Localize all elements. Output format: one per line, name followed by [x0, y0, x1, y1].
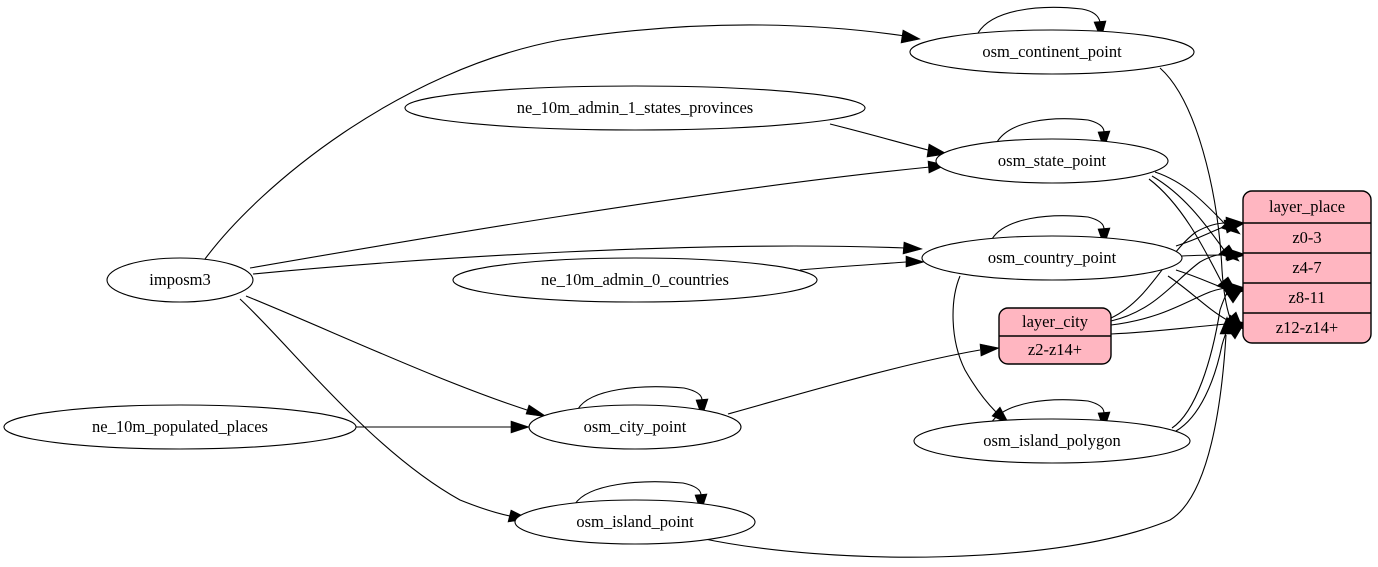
node-label-osm_island_polygon: osm_island_polygon	[983, 431, 1121, 450]
table-row-layer_city-z2-z14[interactable]: z2-z14+	[1028, 340, 1082, 359]
node-ne_10m_populated_places[interactable]: ne_10m_populated_places	[3, 404, 357, 450]
node-label-ne_10m_admin_0_countries: ne_10m_admin_0_countries	[541, 270, 729, 289]
node-label-osm_city_point: osm_city_point	[584, 417, 687, 436]
edge-osm_island_polygon-to-layer_place-z12	[1175, 321, 1246, 432]
edge-osm_state_point-to-layer_place-z8	[1148, 178, 1239, 295]
node-osm_island_polygon[interactable]: osm_island_polygon	[913, 418, 1191, 464]
node-osm_state_point[interactable]: osm_state_point	[935, 138, 1169, 184]
node-label-osm_island_point: osm_island_point	[576, 512, 694, 531]
table-row-layer_place-z4-7[interactable]: z4-7	[1292, 258, 1321, 277]
edge-osm_island_point-to-layer_place-z12	[699, 316, 1233, 558]
node-label-imposm3: imposm3	[149, 270, 210, 289]
node-label-osm_continent_point: osm_continent_point	[982, 42, 1122, 61]
node-ne_10m_admin_0_countries[interactable]: ne_10m_admin_0_countries	[452, 257, 818, 303]
table-row-layer_place-z8-11[interactable]: z8-11	[1289, 288, 1326, 307]
edge-self-loop-osm_continent_point	[977, 6, 1107, 40]
node-layer: imposm3 ne_10m_admin_1_states_provinces …	[3, 29, 1195, 545]
node-osm_island_point[interactable]: osm_island_point	[514, 499, 756, 545]
edge-layer_city-to-layer_place-z4	[1110, 247, 1245, 322]
edge-osm_island_polygon-to-layer_place-z8	[1171, 286, 1245, 429]
edge-ne_populated_places-to-osm_city_point	[356, 420, 530, 434]
table-row-layer_place-z0-3[interactable]: z0-3	[1292, 228, 1321, 247]
edge-imposm3-to-osm_continent_point	[204, 24, 921, 260]
edge-self-loop-osm_city_point	[577, 386, 709, 418]
node-label-osm_state_point: osm_state_point	[998, 151, 1107, 170]
edge-ne_admin_0_countries-to-osm_country_point	[799, 255, 926, 271]
edge-osm_city_point-to-layer_city-z2	[727, 343, 1000, 415]
node-label-ne_10m_populated_places: ne_10m_populated_places	[92, 417, 268, 436]
node-osm_continent_point[interactable]: osm_continent_point	[909, 29, 1195, 75]
edge-imposm3-to-osm_city_point	[245, 295, 548, 418]
edge-layer	[204, 6, 1246, 558]
table-row-layer_place-z12-z14[interactable]: z12-z14+	[1276, 318, 1338, 337]
node-label-osm_country_point: osm_country_point	[988, 248, 1117, 267]
table-node-layer_city[interactable]: layer_city z2-z14+	[998, 307, 1112, 365]
node-ne_10m_admin_1_states_provinces[interactable]: ne_10m_admin_1_states_provinces	[404, 85, 866, 131]
edge-imposm3-to-osm_country_point	[252, 241, 923, 275]
table-header-layer_city: layer_city	[1022, 312, 1089, 331]
table-node-layer_place[interactable]: layer_place z0-3 z4-7 z8-11 z12-z14+	[1242, 190, 1372, 344]
node-label-ne_10m_admin_1_states_provinces: ne_10m_admin_1_states_provinces	[517, 98, 753, 117]
table-header-layer_place: layer_place	[1269, 197, 1345, 216]
edge-ne_states_provinces-to-osm_state_point	[829, 123, 948, 158]
node-osm_country_point[interactable]: osm_country_point	[921, 235, 1183, 281]
edge-layer_city-to-layer_place-z0	[1110, 216, 1245, 319]
node-imposm3[interactable]: imposm3	[106, 257, 254, 303]
node-osm_city_point[interactable]: osm_city_point	[528, 404, 742, 450]
edge-imposm3-to-osm_state_point	[249, 160, 947, 269]
